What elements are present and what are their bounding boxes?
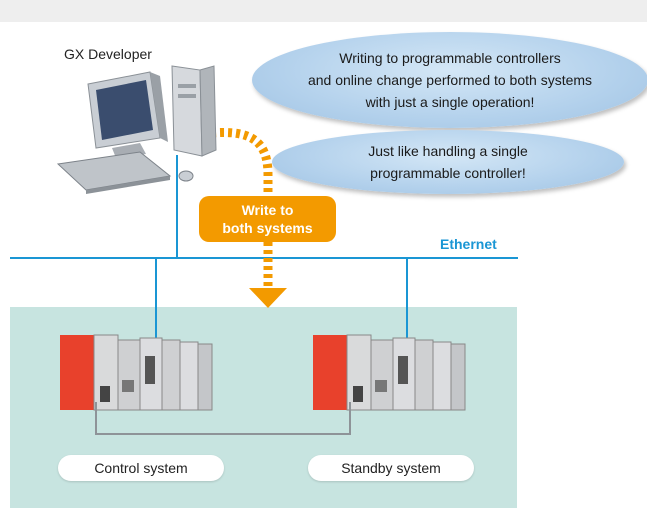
- bubble-top-line-2: and online change performed to both syst…: [307, 72, 593, 88]
- write-box-line-1: Write to: [241, 202, 294, 218]
- bubble-top-line-3: with just a single operation!: [365, 94, 535, 110]
- arrow-head: [249, 288, 287, 308]
- callout-bubble-top: Writing to programmable controllers and …: [252, 32, 647, 128]
- write-box-line-2: both systems: [222, 220, 313, 236]
- standby-system-label: Standby system: [308, 455, 474, 481]
- plc-control-icon: [60, 334, 213, 411]
- write-both-systems-box: Write to both systems: [199, 196, 336, 242]
- ethernet-label: Ethernet: [440, 236, 497, 252]
- bubble-bottom-line-2: programmable controller!: [370, 165, 526, 181]
- bubble-top-line-1: Writing to programmable controllers: [339, 50, 561, 66]
- plc-standby-icon: [313, 334, 466, 411]
- top-band: [0, 0, 647, 22]
- callout-bubble-bottom: Just like handling a single programmable…: [272, 130, 624, 194]
- tracking-cable: [95, 402, 351, 435]
- pc-label: GX Developer: [64, 46, 152, 62]
- pc-icon: [56, 65, 217, 194]
- dashed-arrow-upper: [211, 128, 273, 196]
- control-system-label: Control system: [58, 455, 224, 481]
- bubble-bottom-line-1: Just like handling a single: [368, 143, 528, 159]
